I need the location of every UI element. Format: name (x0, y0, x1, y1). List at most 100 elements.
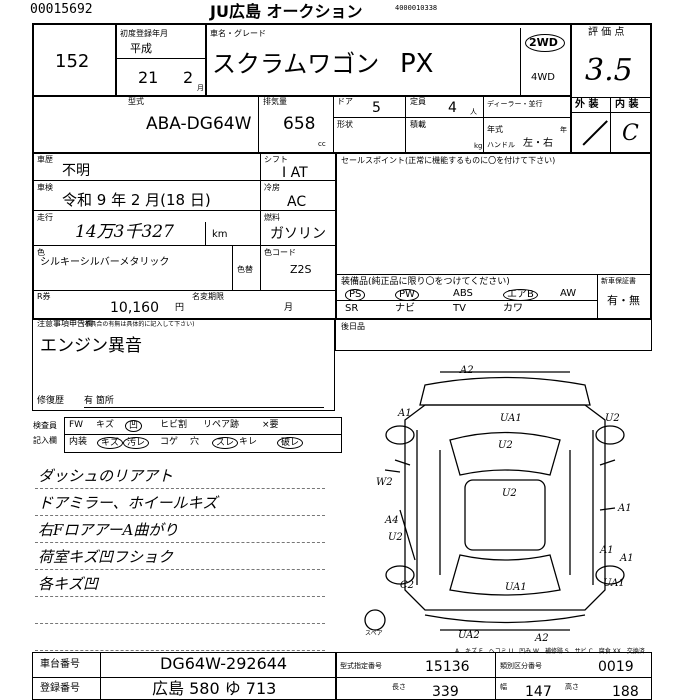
recycle-label: R券 (37, 292, 51, 301)
note-line (35, 596, 325, 597)
displacement-label: 排気量 (263, 97, 287, 106)
interior-value: C (622, 121, 639, 146)
car-name-label: 車名・グレード (210, 29, 266, 38)
damage-mark: UA1 (603, 578, 625, 589)
shift-label: シフト (264, 155, 288, 164)
length-value: 339 (432, 684, 459, 700)
handwritten-note: ドアミラー、ホイールキズ (38, 494, 218, 512)
inspector-item: 穴 (190, 437, 200, 447)
equipment-item: TV (453, 303, 466, 314)
inspector-frame (64, 417, 342, 453)
equipment-item: PS (345, 289, 366, 301)
registration-label: 初度登録年月 (120, 29, 168, 38)
weight-unit: kg (474, 142, 483, 150)
equipment-item: エアB (503, 289, 538, 301)
ac-value: AC (287, 194, 307, 210)
damage-mark: UA2 (458, 630, 480, 641)
handle-label: ハンドル (487, 141, 515, 149)
capacity-unit: 人 (470, 108, 477, 116)
damage-mark: U2 (498, 440, 513, 451)
inspection-value: 令和 9 年 2 月(18 日) (62, 191, 211, 209)
repair-value: 有 箇所 (84, 396, 114, 406)
capacity-value: 4 (448, 100, 457, 116)
height-label: 高さ (565, 683, 579, 691)
registration-month-unit: 月 (197, 84, 204, 92)
inspection-label: 車検 (37, 183, 53, 192)
note-line (35, 650, 325, 651)
equipment-item: ABS (453, 288, 473, 299)
equipment-item: AW (560, 288, 577, 299)
damage-mark: C2 (400, 580, 415, 591)
note-line (35, 623, 325, 624)
inspector-label-2: 記入欄 (33, 436, 57, 445)
year-type-label: 年式 (487, 125, 503, 134)
handwritten-note: ダッシュのリアアト (38, 467, 174, 485)
color-label: 色 (37, 248, 45, 257)
type-cert-value: 15136 (425, 659, 470, 675)
inspector-item: 内装 (69, 437, 88, 447)
inspector-item: FW (69, 420, 84, 430)
color-value: シルキーシルバーメタリック (40, 257, 170, 268)
mileage-unit: km (212, 229, 228, 240)
length-label: 長さ (392, 683, 406, 691)
damage-mark: U2 (502, 488, 517, 499)
damage-mark: A2 (460, 365, 474, 376)
color-code-label: 色コード (264, 248, 296, 257)
year-type-unit: 年 (560, 126, 567, 134)
type-cert-label: 型式指定番号 (340, 662, 382, 670)
inspector-item: 破レ (277, 437, 304, 449)
equipment-item: SR (345, 303, 359, 314)
shift-value: I AT (282, 165, 308, 181)
handwritten-note: 各キズ凹 (38, 575, 99, 593)
tax-label: 名変期限 (192, 292, 224, 301)
inspector-item: ヒビ割 (160, 420, 188, 430)
sales-point-label: セールスポイント(正常に機能するものに〇を付けて下さい) (341, 156, 556, 165)
repair-label: 修復歴 (37, 396, 65, 406)
inspector-item: スレ (212, 437, 239, 449)
note-line (35, 515, 325, 516)
doors-label: ドア (337, 97, 353, 106)
inspector-item: リペア跡 (203, 420, 240, 430)
registration-year: 21 (138, 68, 159, 87)
equipment-label: 装備品(純正品に限り〇をつけてください) (341, 277, 510, 287)
plate-value: 広島 580 ゆ 713 (152, 679, 277, 698)
notes-text: エンジン異音 (40, 336, 142, 356)
inspector-item: キレ (239, 437, 258, 447)
header-serial: 00015692 (30, 2, 93, 17)
spare-label: スペア (365, 630, 383, 637)
notes-sublabel: (不具合の有無は具体的に記入して下さい) (82, 321, 195, 328)
equipment-item: ナビ (395, 303, 415, 314)
diagram-legend: A…キズ E…ヘコミ U…凹み W…補修跡 S…サビ C…腐食 XX…交換済 (455, 648, 645, 655)
damage-mark: A1 (620, 553, 634, 564)
damage-mark: U2 (388, 532, 403, 543)
history-value: 不明 (62, 163, 90, 179)
equipment-item: PW (395, 289, 419, 301)
displacement-unit: cc (318, 140, 326, 148)
plate-label: 登録番号 (40, 683, 80, 694)
damage-mark: W2 (376, 477, 393, 488)
drive-2wd-circle (525, 34, 565, 52)
damage-mark: A2 (535, 633, 549, 644)
score-value: 3.5 (585, 53, 633, 88)
recycle-unit: 円 (175, 303, 185, 313)
note-line (35, 569, 325, 570)
score-label: 評 価 点 (588, 27, 625, 38)
width-label: 幅 (500, 683, 507, 691)
capacity-label: 定員 (410, 97, 426, 106)
dealer-label: ディーラー・並行 (487, 100, 543, 108)
recycle-value: 10,160 (110, 300, 159, 316)
damage-mark: A1 (618, 503, 632, 514)
damage-mark: UA1 (500, 413, 522, 424)
chassis-value: DG64W-292644 (160, 654, 288, 673)
color-change-label: 色替 (237, 265, 253, 274)
fuel-label: 燃料 (264, 213, 280, 222)
chassis-label: 車台番号 (40, 659, 80, 670)
drive-4wd: 4WD (531, 72, 555, 83)
inspector-item: キズ (97, 437, 124, 449)
model-label: 型式 (128, 97, 144, 106)
mileage-label: 走行 (37, 213, 53, 222)
handwritten-note: 右FロアアーA曲がり (38, 521, 179, 539)
damage-mark: UA1 (505, 582, 527, 593)
car-name: スクラムワゴン (212, 50, 380, 78)
inspector-item: キズ (96, 420, 115, 430)
